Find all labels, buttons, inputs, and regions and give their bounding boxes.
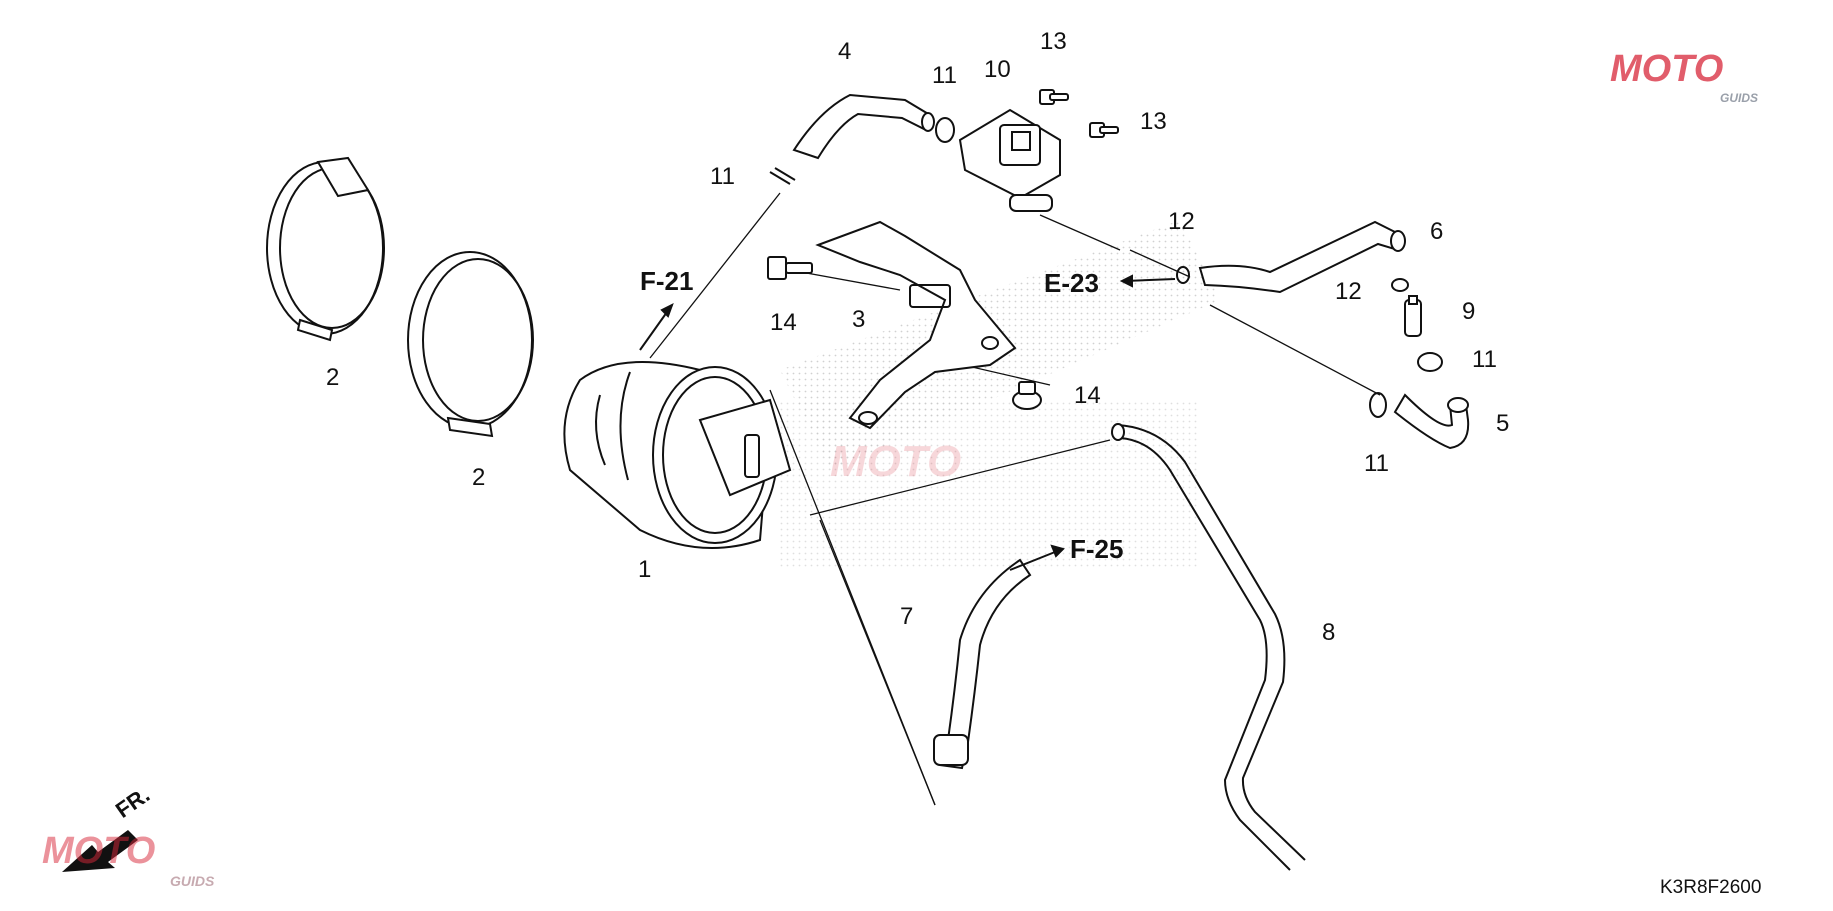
- label-part-11-d: 11: [1364, 450, 1389, 477]
- label-part-7: 7: [900, 603, 914, 630]
- band-clamp-left: [266, 156, 385, 342]
- mounting-bracket: [815, 220, 1017, 430]
- solenoid-valve: [958, 108, 1061, 212]
- hose-6: [1198, 220, 1406, 294]
- label-part-2-right: 2: [472, 464, 486, 491]
- evap-canister: [563, 361, 792, 549]
- label-part-9: 9: [1462, 298, 1476, 325]
- ref-e-23: E-23: [1044, 268, 1099, 298]
- screw-13-a: [1039, 89, 1069, 105]
- label-part-5: 5: [1496, 410, 1510, 437]
- hose-clip-11-c: [1417, 352, 1443, 372]
- watermark-brand: MOTO: [1610, 48, 1724, 90]
- watermark-logo-top-right: MOTO: [1610, 50, 1723, 88]
- bolt-14-bottom: [1012, 381, 1042, 410]
- screw-13-b: [1089, 122, 1119, 138]
- watermark-sub-bottom-left: GUIDS: [170, 873, 215, 889]
- label-part-11-a: 11: [710, 163, 735, 190]
- watermark-sub-top-right: GUIDS: [1720, 91, 1759, 105]
- hose-clip-11-d: [1369, 392, 1387, 418]
- label-part-11-c: 11: [1472, 346, 1497, 373]
- label-part-8: 8: [1322, 619, 1336, 646]
- hose-clip-12-a: [1176, 266, 1190, 284]
- label-part-13-a: 13: [1040, 28, 1067, 55]
- watermark-logo-bottom-left: MOTO: [42, 832, 155, 870]
- ref-f-21: F-21: [640, 266, 694, 296]
- hose-4: [792, 93, 935, 160]
- hose-clip-11-a: [769, 167, 796, 185]
- label-part-14-bottom: 14: [1074, 382, 1101, 409]
- hose-5: [1393, 393, 1470, 450]
- ref-f-25: F-25: [1070, 534, 1124, 564]
- watermark-logo-center: MOTO: [830, 440, 961, 484]
- ref-arrows: [639, 274, 1176, 571]
- check-valve-9: [1404, 295, 1422, 337]
- hose-8: [1111, 423, 1306, 871]
- front-arrow: [62, 830, 138, 872]
- label-part-14-top: 14: [770, 309, 797, 336]
- diagram-code: K3R8F2600: [1660, 877, 1762, 898]
- label-part-11-b: 11: [932, 62, 957, 89]
- label-part-4: 4: [838, 38, 852, 65]
- label-part-10: 10: [984, 56, 1011, 83]
- label-part-12-a: 12: [1168, 208, 1195, 235]
- leader-lines: [649, 192, 1381, 806]
- label-part-12-b: 12: [1335, 278, 1362, 305]
- hose-7: [933, 558, 1032, 770]
- label-part-1: 1: [638, 556, 652, 583]
- band-clamp-right: [407, 251, 534, 438]
- watermark-brand-2: MOTO: [42, 830, 156, 872]
- hose-clip-12-b: [1391, 278, 1409, 292]
- hose-clip-11-b: [935, 117, 955, 143]
- watermark-band: [780, 220, 1220, 570]
- watermark-brand-3: MOTO: [830, 437, 962, 486]
- label-part-13-b: 13: [1140, 108, 1167, 135]
- label-part-2-left: 2: [326, 364, 340, 391]
- label-part-6: 6: [1430, 218, 1444, 245]
- label-part-3: 3: [852, 306, 866, 333]
- bolt-14-top: [767, 256, 813, 280]
